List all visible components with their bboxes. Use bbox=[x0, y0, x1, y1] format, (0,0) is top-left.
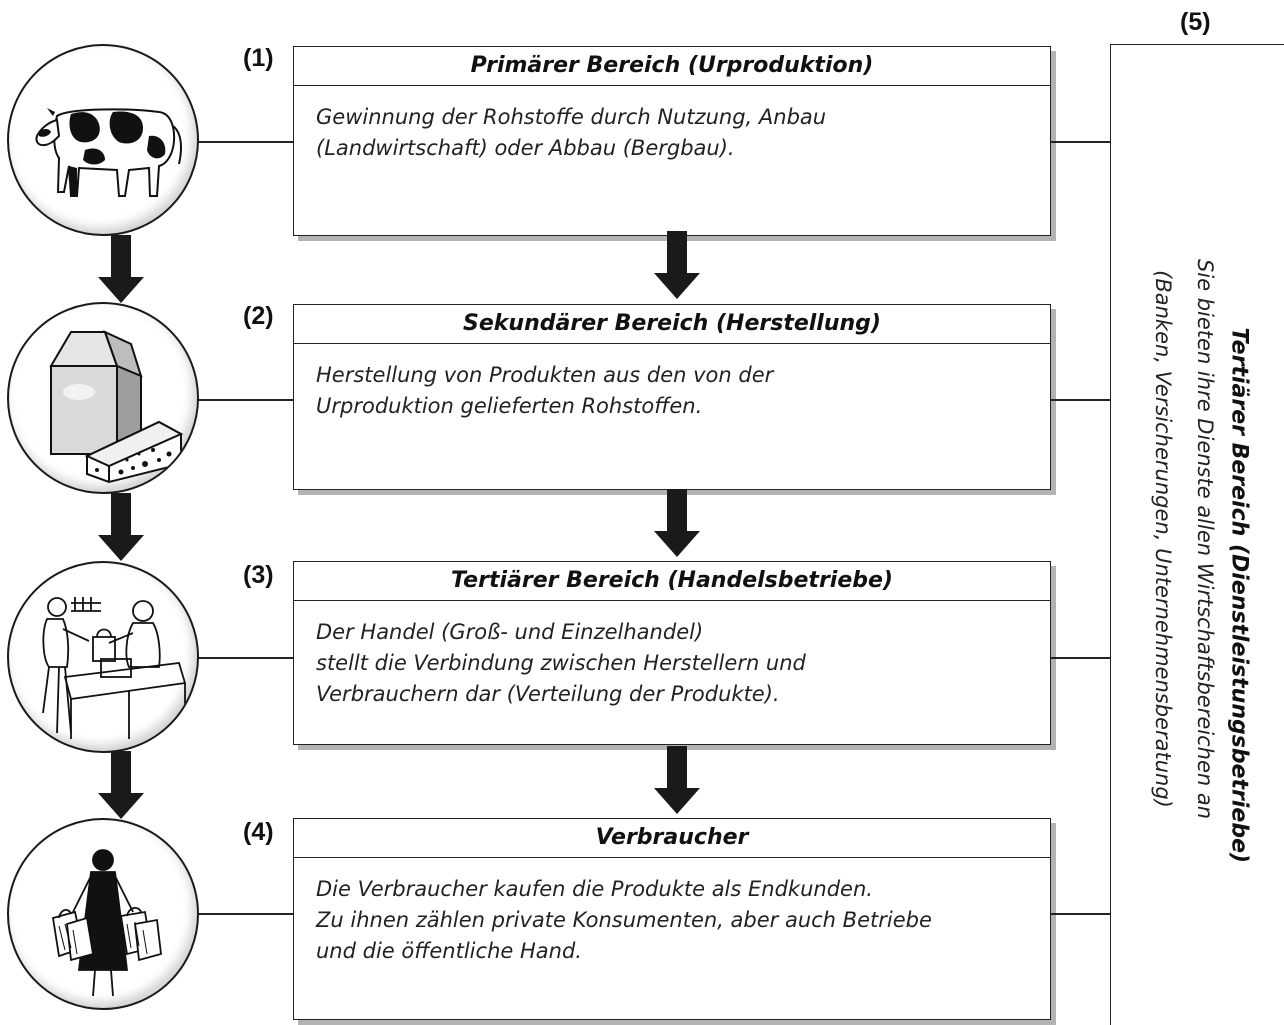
connector-line-1-left bbox=[195, 141, 293, 143]
shopper-icon bbox=[51, 849, 162, 997]
stage-4-box: Verbraucher Die Verbraucher kaufen die P… bbox=[293, 818, 1051, 1020]
stage-3-box: Tertiärer Bereich (Handelsbetriebe) Der … bbox=[293, 561, 1051, 745]
cow-circle bbox=[7, 44, 199, 236]
stage-2-box: Sekundärer Bereich (Herstellung) Herstel… bbox=[293, 304, 1051, 490]
service-sector-box bbox=[1110, 44, 1284, 1025]
shop-circle bbox=[7, 561, 199, 753]
stage-1-text: Gewinnung der Rohstoffe durch Nutzung, A… bbox=[316, 105, 827, 160]
down-arrow-left-1 bbox=[96, 235, 146, 305]
connector-line-3-right bbox=[1050, 657, 1110, 659]
stage-3-title: Tertiärer Bereich (Handelsbetriebe) bbox=[294, 562, 1050, 601]
down-arrow-box-3 bbox=[652, 746, 702, 816]
milk-carton-cheese-icon bbox=[49, 330, 184, 484]
stage-4-number: (4) bbox=[243, 818, 274, 846]
down-arrow-left-2 bbox=[96, 493, 146, 563]
service-sector-title: Tertiärer Bereich (Dienstleistungsbetrie… bbox=[1226, 327, 1252, 864]
shopper-circle bbox=[7, 818, 199, 1010]
stage-3-number: (3) bbox=[243, 561, 274, 589]
service-sector-text-line2: (Banken, Versicherungen, Unternehmensber… bbox=[1151, 270, 1175, 808]
stage-4-text: Die Verbraucher kaufen die Produkte als … bbox=[316, 877, 932, 963]
connector-line-4-right bbox=[1050, 913, 1110, 915]
stage-5-number: (5) bbox=[1180, 8, 1211, 36]
down-arrow-box-1 bbox=[652, 231, 702, 301]
service-sector-text-line1: Sie bieten ihre Dienste allen Wirtschaft… bbox=[1193, 258, 1217, 820]
stage-2-number: (2) bbox=[243, 302, 274, 330]
shop-counter-icon bbox=[42, 597, 187, 739]
connector-line-3-left bbox=[195, 657, 293, 659]
stage-2-text: Herstellung von Produkten aus den von de… bbox=[316, 363, 774, 418]
down-arrow-box-2 bbox=[652, 489, 702, 559]
stage-1-number: (1) bbox=[243, 44, 274, 72]
connector-line-4-left bbox=[195, 913, 293, 915]
stage-3-text: Der Handel (Groß- und Einzelhandel) stel… bbox=[316, 620, 806, 706]
connector-line-2-right bbox=[1050, 399, 1110, 401]
stage-1-box: Primärer Bereich (Urproduktion) Gewinnun… bbox=[293, 46, 1051, 236]
cow-icon bbox=[35, 108, 182, 197]
stage-4-title: Verbraucher bbox=[294, 819, 1050, 858]
stage-2-title: Sekundärer Bereich (Herstellung) bbox=[294, 305, 1050, 344]
stage-1-title: Primärer Bereich (Urproduktion) bbox=[294, 47, 1050, 86]
down-arrow-left-3 bbox=[96, 751, 146, 821]
milk-cheese-circle bbox=[7, 302, 199, 494]
connector-line-1-right bbox=[1050, 141, 1110, 143]
connector-line-2-left bbox=[195, 399, 293, 401]
